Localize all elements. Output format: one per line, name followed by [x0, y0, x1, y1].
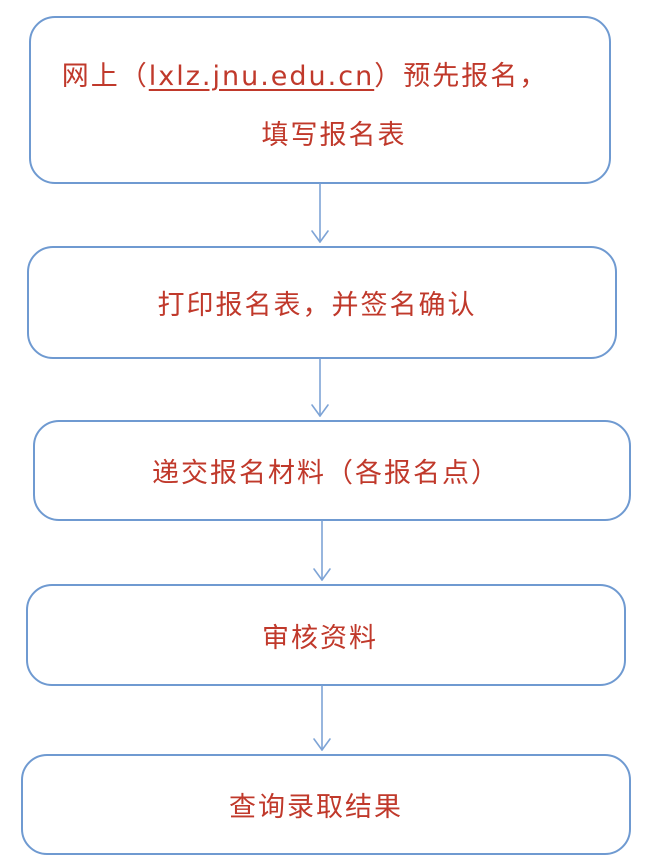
step-2-label: 打印报名表，并签名确认 — [157, 290, 477, 321]
registration-site-link[interactable]: lxlz.jnu.edu.cn — [148, 61, 375, 92]
flow-step-submit-materials: 递交报名材料（各报名点） — [33, 420, 631, 521]
arrow-down-icon — [313, 520, 331, 581]
arrow-down-icon — [311, 183, 329, 243]
step-3-label: 递交报名材料（各报名点） — [152, 458, 500, 489]
flow-step-review: 审核资料 — [26, 584, 626, 686]
step-1-prefix: 网上（ — [61, 61, 149, 92]
arrow-down-icon — [313, 685, 331, 751]
step-1-line-2: 填写报名表 — [261, 120, 407, 151]
flow-step-online-registration: 网上（lxlz.jnu.edu.cn）预先报名， 填写报名表 — [29, 16, 611, 184]
step-5-label: 查询录取结果 — [229, 792, 403, 823]
step-1-line-1: 网上（lxlz.jnu.edu.cn）预先报名， — [62, 54, 548, 93]
step-1-suffix: ）预先报名， — [374, 61, 549, 92]
flow-step-check-result: 查询录取结果 — [21, 754, 631, 855]
flow-step-print-form: 打印报名表，并签名确认 — [27, 246, 617, 359]
step-4-label: 审核资料 — [262, 622, 378, 654]
arrow-down-icon — [311, 358, 329, 417]
